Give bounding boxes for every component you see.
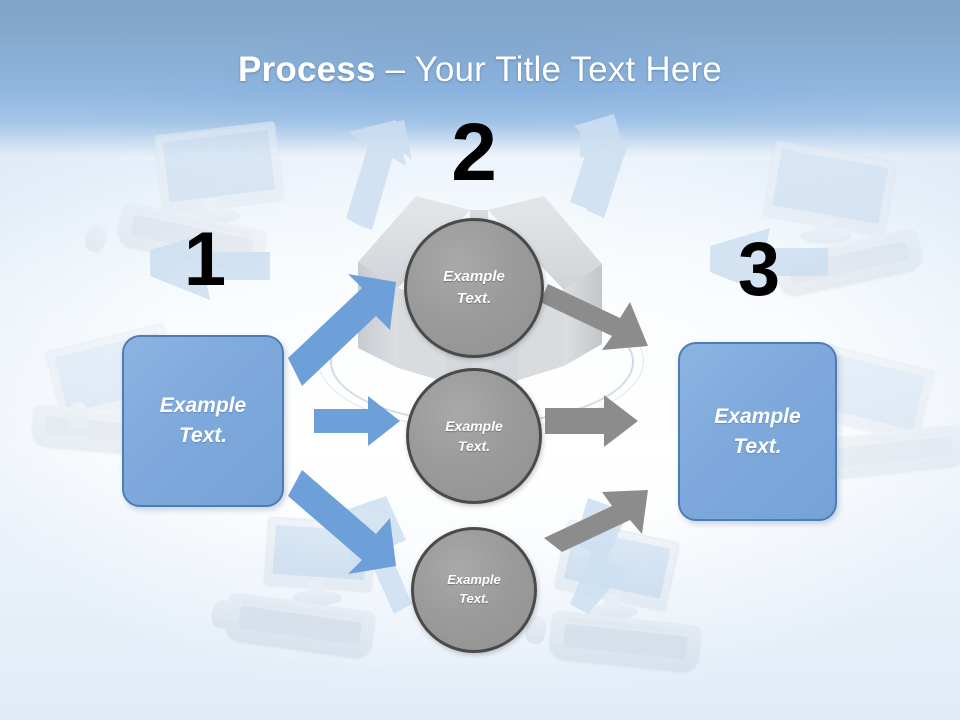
- connector-out-top: [540, 284, 648, 350]
- page-title: Process – Your Title Text Here: [0, 50, 960, 90]
- title-normal-part: Your Title Text Here: [414, 50, 722, 89]
- connector-in-middle: [314, 396, 400, 446]
- input-box-left-line1: Example: [159, 394, 247, 418]
- step-number-3: 3: [737, 227, 781, 312]
- title-bold-part: Process: [238, 50, 376, 89]
- process-circle-middle-text: Example Text.: [445, 416, 503, 457]
- process-circle-middle[interactable]: Example Text.: [406, 368, 542, 504]
- process-circle-top-line1: Example: [443, 268, 505, 286]
- process-circle-middle-line1: Example: [445, 417, 503, 434]
- connector-in-bottom: [288, 470, 396, 574]
- output-box-right-line2: Text.: [733, 434, 782, 458]
- process-circle-top[interactable]: Example Text.: [404, 218, 544, 358]
- process-circle-top-line2: Text.: [456, 290, 492, 307]
- process-circle-bottom-text: Example Text.: [447, 571, 500, 609]
- input-box-left-text: Example Text.: [160, 391, 246, 451]
- connector-in-top: [288, 274, 396, 386]
- connector-out-middle: [545, 395, 638, 447]
- process-circle-bottom[interactable]: Example Text.: [411, 527, 537, 653]
- process-circle-bottom-line2: Text.: [459, 591, 489, 606]
- output-box-right-text: Example Text.: [714, 402, 800, 462]
- process-circle-top-text: Example Text.: [443, 266, 505, 310]
- step-number-1: 1: [183, 217, 227, 302]
- input-box-left-line2: Text.: [178, 424, 228, 447]
- step-number-2: 2: [451, 107, 497, 198]
- connector-out-bottom: [544, 490, 648, 552]
- output-box-right[interactable]: Example Text.: [678, 342, 837, 521]
- process-circle-middle-line2: Text.: [457, 438, 491, 454]
- output-box-right-line1: Example: [714, 404, 801, 428]
- process-circle-bottom-line1: Example: [447, 572, 501, 588]
- input-box-left[interactable]: Example Text.: [122, 335, 284, 507]
- title-separator: –: [375, 50, 415, 89]
